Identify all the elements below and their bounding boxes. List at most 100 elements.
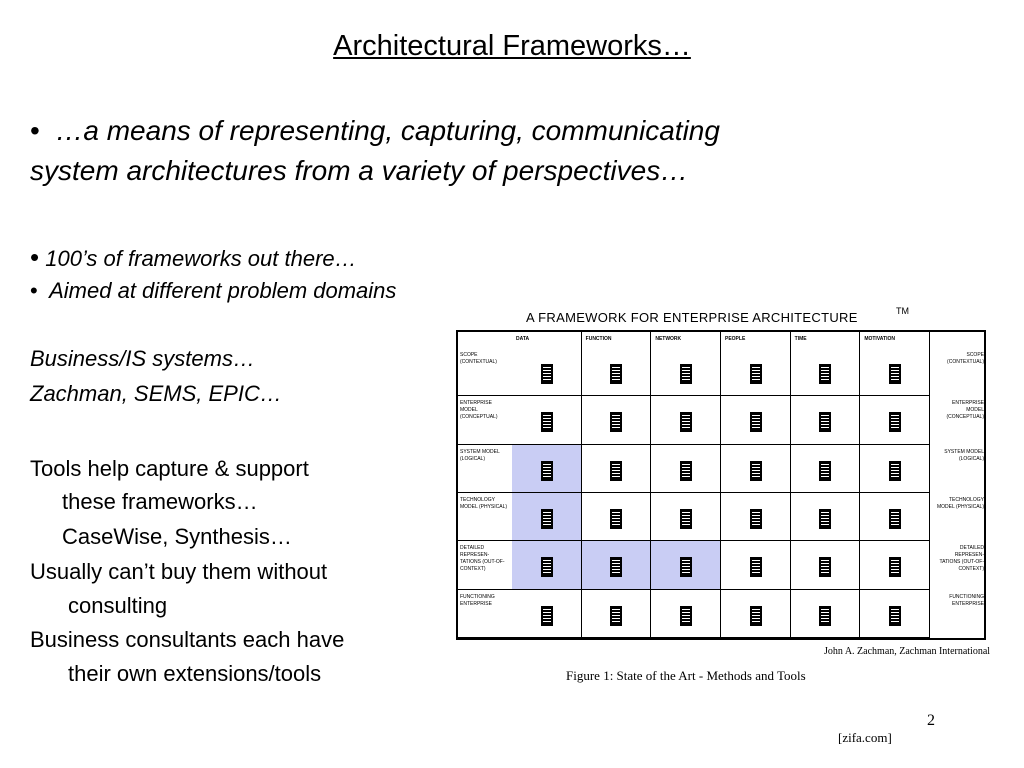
framework-cell xyxy=(790,348,861,397)
framework-cell xyxy=(721,444,791,493)
row-header-right: ENTERPRISE MODEL (CONCEPTUAL) xyxy=(946,400,984,421)
bullet-1-line-2: system architectures from a variety of p… xyxy=(30,155,689,186)
column-header-data: DATA xyxy=(512,332,582,348)
bullet-1-text: …a means of representing, capturing, com… xyxy=(55,115,720,146)
document-icon xyxy=(889,605,902,626)
document-icon xyxy=(819,509,832,530)
framework-cell xyxy=(721,493,791,542)
business-line-1: Business/IS systems… xyxy=(30,346,255,371)
document-icon xyxy=(680,364,693,385)
framework-cell xyxy=(721,348,791,397)
bullet-2-marker: • xyxy=(30,242,40,272)
document-icon xyxy=(889,460,902,481)
document-icon xyxy=(889,364,902,385)
figure-credit: John A. Zachman, Zachman International xyxy=(824,646,991,657)
framework-cell xyxy=(860,444,930,493)
document-icon xyxy=(610,605,623,626)
framework-cell xyxy=(651,589,721,638)
bullet-3: • Aimed at different problem domains xyxy=(30,278,396,304)
document-icon xyxy=(819,605,832,626)
document-icon xyxy=(610,460,623,481)
document-icon xyxy=(680,460,693,481)
framework-cell xyxy=(721,396,791,445)
framework-cell xyxy=(721,589,791,638)
document-icon xyxy=(610,412,623,433)
framework-cell xyxy=(581,541,652,590)
document-icon xyxy=(819,557,832,578)
document-icon xyxy=(749,605,762,626)
bullet-2: • 100’s of frameworks out there… xyxy=(30,242,357,273)
document-icon xyxy=(540,605,553,626)
framework-cell xyxy=(790,589,861,638)
bullet-1-line-1: • …a means of representing, capturing, c… xyxy=(30,115,720,147)
bullet-1-marker: • xyxy=(30,115,40,146)
consult-line-2: their own extensions/tools xyxy=(68,661,322,686)
row-header-left: ENTERPRISE MODEL (CONCEPTUAL) xyxy=(458,396,512,445)
framework-cell xyxy=(860,589,930,638)
business-line-2: Zachman, SEMS, EPIC… xyxy=(30,381,282,406)
document-icon xyxy=(680,605,693,626)
bullet-3-marker: • xyxy=(30,278,38,303)
column-header-network: NETWORK xyxy=(651,332,721,348)
document-icon xyxy=(540,364,553,385)
row-header-right: TECHNOLOGY MODEL (PHYSICAL) xyxy=(936,497,984,510)
document-icon xyxy=(540,557,553,578)
framework-cell xyxy=(860,396,930,445)
column-header-motivation: MOTIVATION xyxy=(860,332,930,348)
row-header-right: DETAILED REPRESEN- TATIONS (OUT-OF- CONT… xyxy=(939,545,984,573)
framework-cell xyxy=(512,541,582,590)
bullet-3-text: Aimed at different problem domains xyxy=(49,278,397,303)
framework-cell xyxy=(860,348,930,397)
framework-cell xyxy=(860,541,930,590)
tools-line-2: these frameworks… xyxy=(62,489,258,514)
framework-cell xyxy=(512,396,582,445)
bullet-2-text: 100’s of frameworks out there… xyxy=(45,246,357,271)
document-icon xyxy=(749,460,762,481)
zachman-framework-figure: A FRAMEWORK FOR ENTERPRISE ARCHITECTURE … xyxy=(456,306,992,688)
row-header-left: SYSTEM MODEL (LOGICAL) xyxy=(458,445,512,493)
row-header-left: TECHNOLOGY MODEL (PHYSICAL) xyxy=(458,493,512,542)
document-icon xyxy=(819,460,832,481)
tools-line-1: Tools help capture & support xyxy=(30,456,309,481)
framework-cell xyxy=(581,348,652,397)
document-icon xyxy=(610,509,623,530)
framework-cell xyxy=(721,541,791,590)
row-header-left: FUNCTIONING ENTERPRISE xyxy=(458,590,512,638)
column-header-time: TIME xyxy=(791,332,861,348)
document-icon xyxy=(889,509,902,530)
column-header-function: FUNCTION xyxy=(582,332,652,348)
row-header-right: FUNCTIONING ENTERPRISE xyxy=(949,593,984,607)
framework-cell xyxy=(581,493,652,542)
document-icon xyxy=(819,412,832,433)
framework-cell xyxy=(651,541,721,590)
framework-cell xyxy=(790,541,861,590)
usually-line-1: Usually can’t buy them without xyxy=(30,559,328,584)
figure-trademark: TM xyxy=(896,306,909,316)
row-header-left: SCOPE (CONTEXTUAL) xyxy=(458,348,512,397)
document-icon xyxy=(749,509,762,530)
row-header-left: DETAILED REPRESEN- TATIONS (OUT-OF- CONT… xyxy=(458,541,512,590)
framework-cell xyxy=(651,444,721,493)
document-icon xyxy=(819,364,832,385)
tools-line-3: CaseWise, Synthesis… xyxy=(62,524,292,549)
framework-cell xyxy=(860,493,930,542)
framework-cell xyxy=(512,589,582,638)
framework-cell xyxy=(651,396,721,445)
column-header-people: PEOPLE xyxy=(721,332,791,348)
source-credit: [zifa.com] xyxy=(838,730,892,745)
row-header-right: SYSTEM MODEL (LOGICAL) xyxy=(944,448,984,462)
framework-cell xyxy=(790,444,861,493)
document-icon xyxy=(749,364,762,385)
document-icon xyxy=(680,557,693,578)
framework-cell xyxy=(512,493,582,542)
document-icon xyxy=(889,557,902,578)
document-icon xyxy=(540,460,553,481)
document-icon xyxy=(749,557,762,578)
figure-title: A FRAMEWORK FOR ENTERPRISE ARCHITECTURE xyxy=(526,310,858,325)
document-icon xyxy=(540,509,553,530)
document-icon xyxy=(889,412,902,433)
consult-line-1: Business consultants each have xyxy=(30,627,345,652)
framework-cell xyxy=(512,348,582,397)
document-icon xyxy=(680,412,693,433)
